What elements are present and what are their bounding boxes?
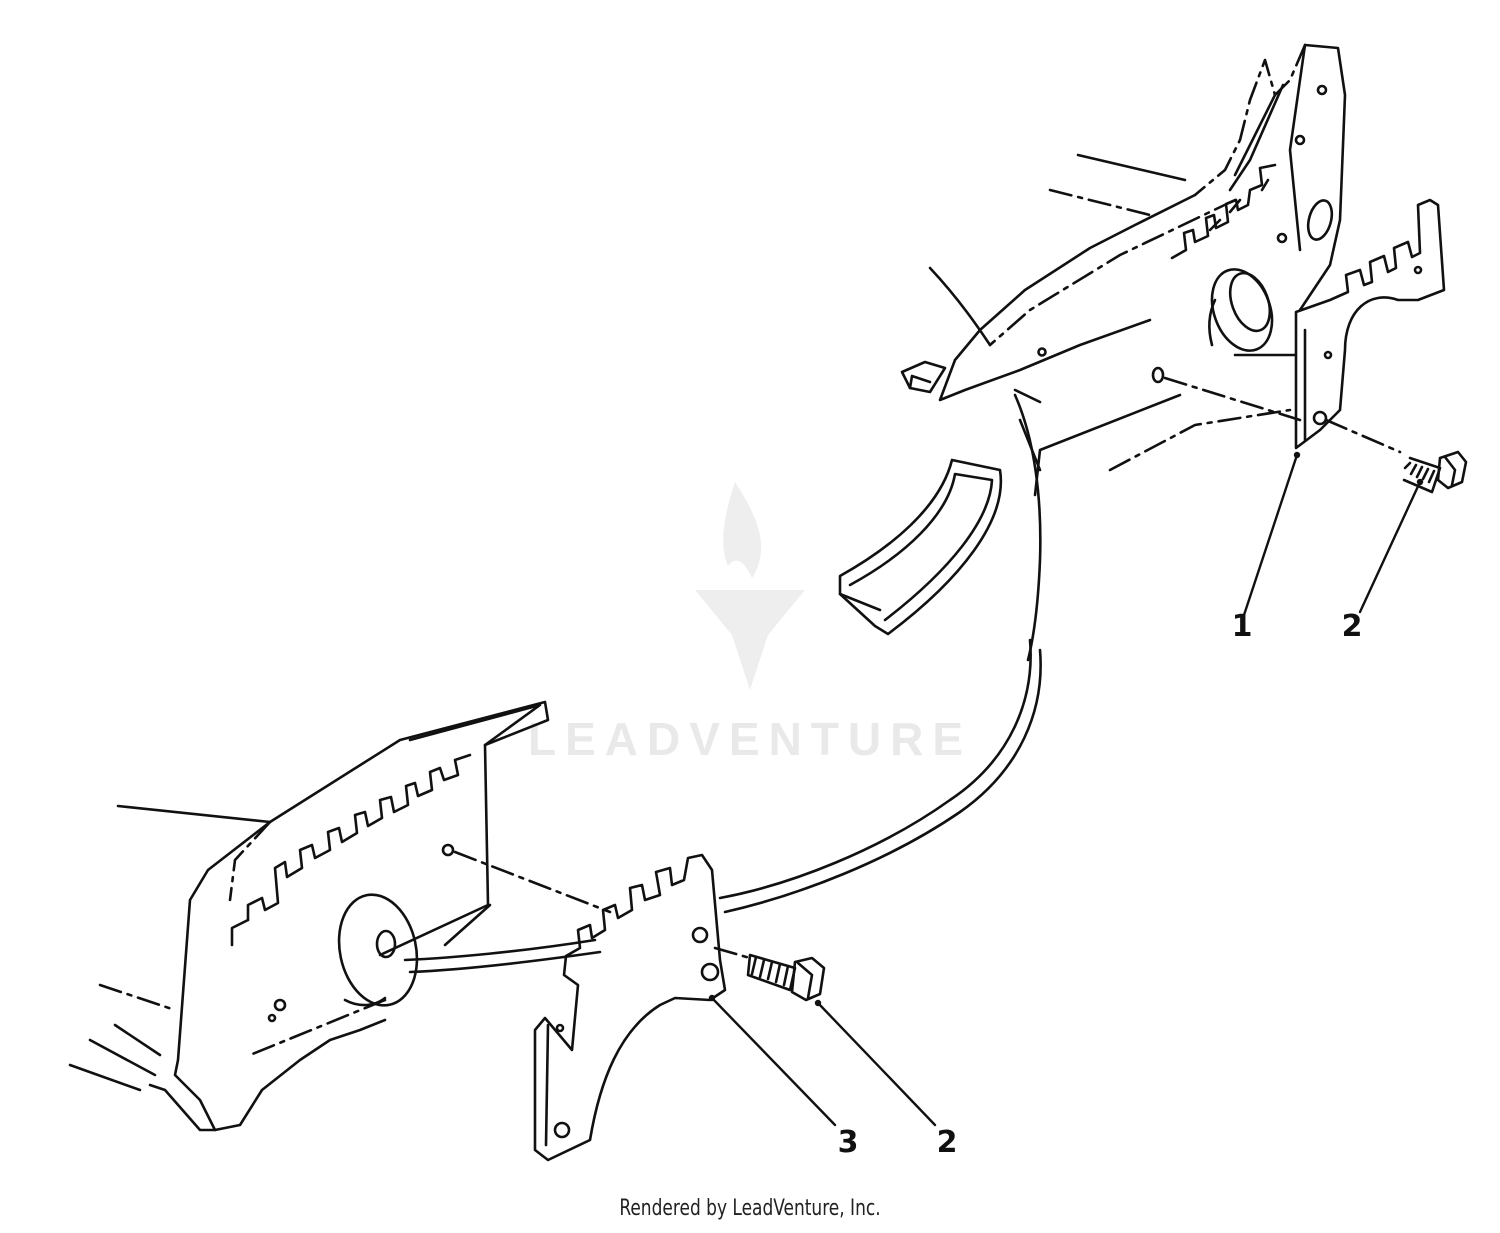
callout-leaders (710, 453, 1422, 1127)
part-1-height-adjuster-plate (1294, 198, 1446, 454)
deck-right-side (900, 43, 1347, 662)
callout-1-right: 1 (1231, 609, 1253, 644)
part-2-bolt-left (746, 953, 826, 1002)
watermark-text: LEADVENTURE (527, 713, 973, 765)
callout-2-right: 2 (1341, 609, 1363, 644)
height-adjust-rod (403, 638, 1042, 974)
part-3-height-adjuster-plate (533, 853, 752, 1162)
footer-credit: Rendered by LeadVenture, Inc. (619, 1196, 881, 1221)
handle-grip (838, 458, 1003, 636)
callout-3-left: 3 (837, 1125, 859, 1160)
callout-2-left: 2 (936, 1125, 958, 1160)
part-2-bolt-right (1402, 450, 1468, 494)
deck-left-side (68, 700, 612, 1132)
